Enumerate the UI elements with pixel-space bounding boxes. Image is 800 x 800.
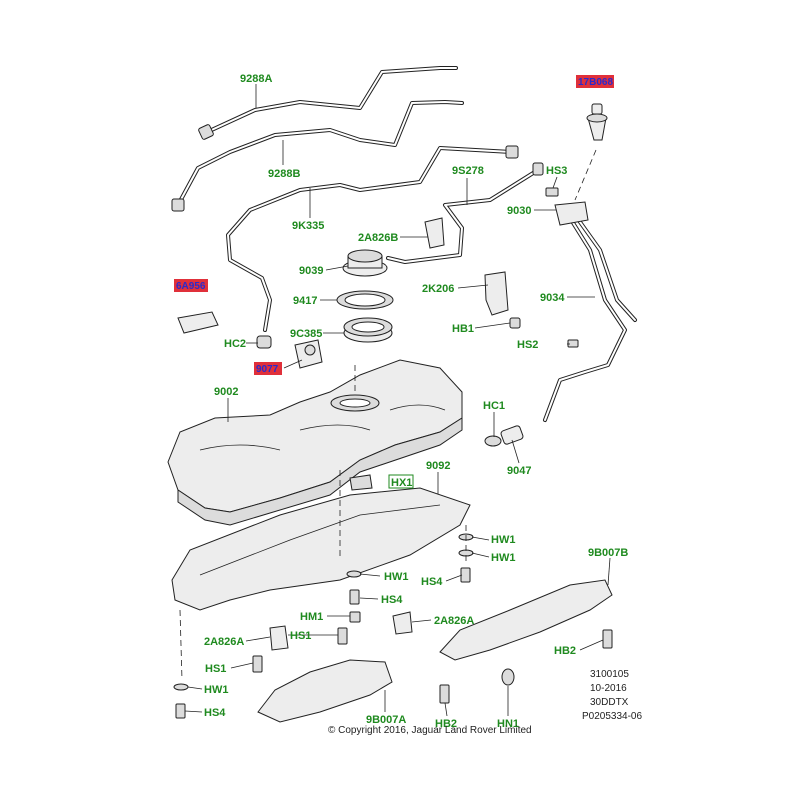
red-tag-17B068[interactable]: 17B068 [576, 75, 614, 88]
callout-9039: 9039 [299, 265, 323, 277]
meta-line-3: 30DDTX [590, 697, 629, 708]
leader-lines [184, 84, 611, 717]
copyright-notice: © Copyright 2016, Jaguar Land Rover Limi… [328, 725, 532, 736]
callout-HB1: HB1 [452, 323, 474, 335]
callout-9288B: 9288B [268, 168, 300, 180]
callout-HS3: HS3 [546, 165, 567, 177]
meta-line-1: 3100105 [590, 669, 629, 680]
callout-9030: 9030 [507, 205, 531, 217]
callout-HW1-b: HW1 [491, 552, 515, 564]
callout-9092: 9092 [426, 460, 450, 472]
breather-cap-17B068 [586, 103, 608, 141]
callout-HM1: HM1 [300, 611, 323, 623]
sender-unit-9077 [294, 339, 323, 369]
callout-9B007A: 9B007A [366, 714, 406, 726]
callout-9K335: 9K335 [292, 220, 324, 232]
shield-9B007B [439, 579, 613, 661]
callout-9B007B: 9B007B [588, 547, 628, 559]
seal-9C385 [343, 317, 393, 343]
callout-HC2: HC2 [224, 338, 246, 350]
callout-HS4-c: HS4 [204, 707, 226, 719]
fastener-HW1-lower [173, 683, 189, 691]
fuel-tank-9002 [167, 359, 463, 526]
callout-HW1-d: HW1 [204, 684, 228, 696]
fuel-line-9288B [171, 100, 464, 212]
tag-HX1-label: HX1 [391, 477, 412, 489]
callout-HB2-right: HB2 [554, 645, 576, 657]
fuel-line-9K335 [226, 145, 519, 332]
diagram-metadata: 3100105 10-2016 30DDTX P0205334-06 [582, 669, 642, 722]
clip-HC1 [484, 435, 502, 447]
callout-HS1-mid: HS1 [290, 630, 311, 642]
locking-ring-9417 [336, 290, 394, 310]
bracket-2K206 [484, 271, 509, 316]
bracket-2A826B [424, 217, 445, 249]
callout-2A826A-left: 2A826A [204, 636, 244, 648]
fuel-line-9S278 [386, 162, 544, 264]
callout-2A826A-right: 2A826A [434, 615, 474, 627]
boxed-tag-HX1[interactable]: HX1 [388, 474, 414, 489]
fuel-line-9288A [198, 66, 458, 140]
callout-labels: 9288A 9288B 9K335 9S278 2A826B 9039 9417… [204, 73, 628, 730]
tag-9077-label: 9077 [256, 364, 279, 375]
callout-9288A: 9288A [240, 73, 272, 85]
callout-HW1-c: HW1 [384, 571, 408, 583]
callout-HB2-bottom: HB2 [435, 718, 457, 730]
callout-9C385: 9C385 [290, 328, 322, 340]
bracket-2A826A-left [269, 625, 289, 651]
callout-HS4-b: HS4 [381, 594, 403, 606]
fastener-HW1-mid [346, 570, 362, 605]
callout-HC1: HC1 [483, 400, 505, 412]
nut-HN1 [501, 668, 515, 686]
assembly-dashed-lines [179, 149, 597, 681]
bolt-HB1 [509, 317, 521, 329]
copyright-text: © Copyright 2016, Jaguar Land Rover Limi… [328, 725, 532, 736]
red-tag-6A956[interactable]: 6A956 [174, 279, 208, 292]
fastener-HB2-right [602, 629, 613, 649]
fastener-HB2-bottom [439, 684, 450, 704]
heat-shield-9092 [171, 474, 471, 611]
callout-HN1: HN1 [497, 718, 519, 730]
shield-9B007A [257, 659, 393, 723]
callout-9047: 9047 [507, 465, 531, 477]
meta-line-4: P0205334-06 [582, 711, 642, 722]
fastener-HS1-mid [337, 627, 348, 645]
filler-neck-9034 [543, 201, 637, 422]
fastener-HS1-left [252, 655, 263, 673]
bolt-HS3 [545, 187, 559, 197]
red-tag-9077[interactable]: 9077 [254, 362, 282, 375]
callout-9034: 9034 [540, 292, 565, 304]
callout-HS2: HS2 [517, 339, 538, 351]
callout-HW1-a: HW1 [491, 534, 515, 546]
callout-HS1-left: HS1 [205, 663, 226, 675]
hose-9047 [500, 425, 524, 445]
callout-2A826B: 2A826B [358, 232, 398, 244]
clip-HC2 [256, 335, 272, 349]
fastener-HS4-lower [175, 703, 186, 719]
callout-9002: 9002 [214, 386, 238, 398]
tag-17B068-label: 17B068 [578, 77, 613, 88]
tag-6A956-label: 6A956 [176, 281, 206, 292]
callout-9S278: 9S278 [452, 165, 484, 177]
callout-2K206: 2K206 [422, 283, 454, 295]
meta-line-2: 10-2016 [590, 683, 627, 694]
fastener-HS4-right [460, 567, 471, 583]
callout-9417: 9417 [293, 295, 317, 307]
callout-HS4-a: HS4 [421, 576, 443, 588]
bracket-2A826A-right [392, 611, 413, 635]
fastener-HM1 [349, 611, 361, 623]
fuel-pump-cap-9039 [342, 249, 388, 277]
filter-6A956 [177, 311, 219, 334]
screw-HS2 [567, 339, 579, 348]
